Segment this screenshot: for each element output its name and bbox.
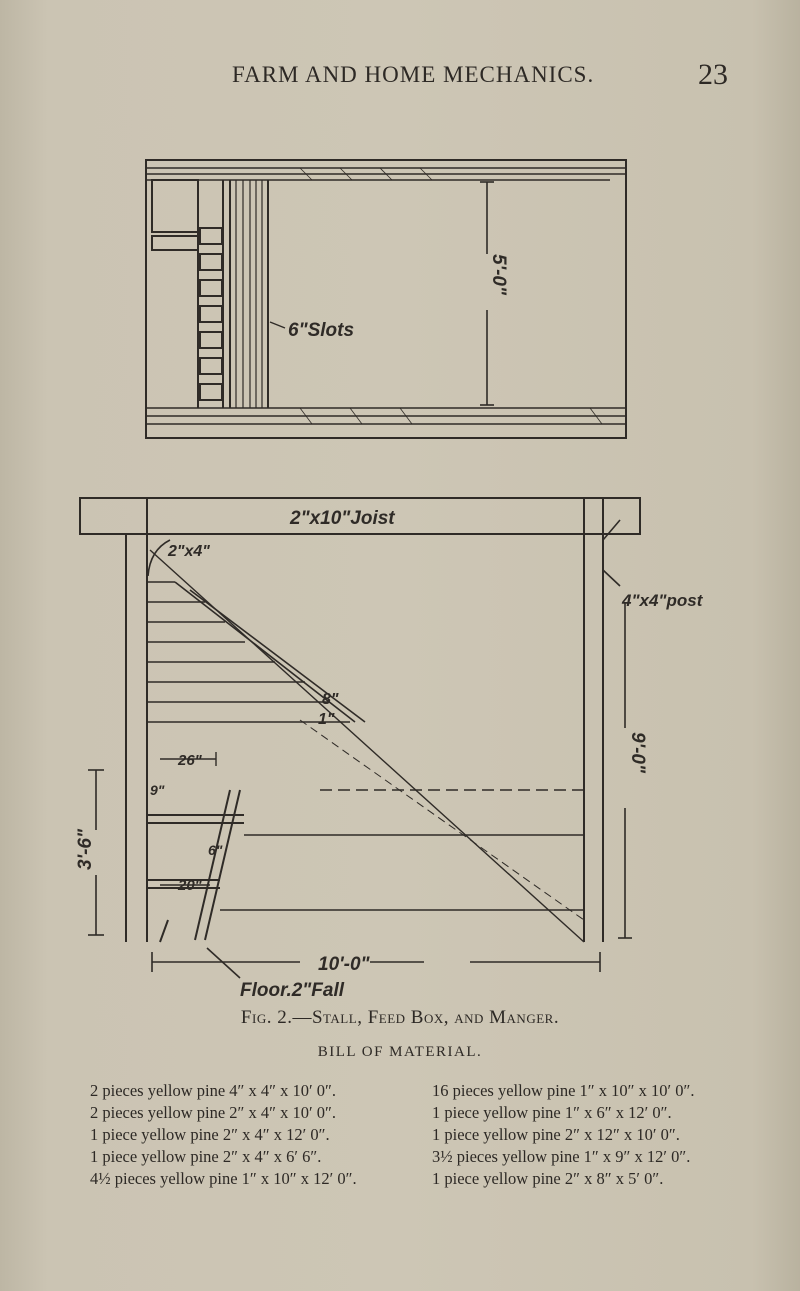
post-label: 4"x4"post [621,591,704,610]
bill-title: BILL OF MATERIAL. [317,1044,483,1060]
bill-item: 4½ pieces yellow pine 1″ x 10″ x 12′ 0″. [90,1169,357,1188]
dimension-20: 20" [177,877,203,894]
top-height-dimension: 5'-0" [488,254,509,296]
floor-label: Floor.2"Fall [240,980,345,1001]
running-title: FARM AND HOME MECHANICS. [232,62,595,87]
bill-item: 1 piece yellow pine 2″ x 4″ x 6′ 6″. [90,1147,322,1166]
bill-item: 1 piece yellow pine 1″ x 6″ x 12′ 0″. [432,1103,672,1122]
bill-item: 16 pieces yellow pine 1″ x 10″ x 10′ 0″. [432,1081,695,1100]
bill-right-column: 16 pieces yellow pine 1″ x 10″ x 10′ 0″.… [432,1080,695,1190]
figure-caption: Fig. 2.—Stall, Feed Box, and Manger. [240,1007,560,1028]
left-depth-dimension: 3'-6" [75,828,96,870]
dimension-9: 9" [150,782,165,798]
page-number: 23 [698,58,728,91]
bill-item: 1 piece yellow pine 2″ x 8″ x 5′ 0″. [432,1169,664,1188]
bill-item: 3½ pieces yellow pine 1″ x 9″ x 12′ 0″. [432,1147,691,1166]
bill-item: 2 pieces yellow pine 2″ x 4″ x 10′ 0″. [90,1103,337,1122]
page-header: FARM AND HOME MECHANICS. 23 [0,56,800,96]
figure-plan-view: 6"Slots 5'-0" [145,159,627,439]
slots-label: 6"Slots [288,320,354,341]
width-dimension: 10'-0" [318,954,371,975]
dimension-26: 26" [177,752,203,769]
joist-label: 2"x10"Joist [289,508,395,529]
right-height-dimension: 9'-0" [627,732,648,774]
figure-elevation: 2"x10"Joist 2"x4" 4"x4"post 9'-0" 3'-6" … [75,497,704,1001]
dimension-1: 1" [318,711,335,728]
stud-label: 2"x4" [167,543,210,560]
bill-left-column: 2 pieces yellow pine 4″ x 4″ x 10′ 0″. 2… [90,1080,357,1190]
bill-item: 1 piece yellow pine 2″ x 4″ x 12′ 0″. [90,1125,330,1144]
dimension-8: 8" [322,691,339,708]
dimension-6: 6" [208,842,223,858]
bill-item: 2 pieces yellow pine 4″ x 4″ x 10′ 0″. [90,1081,337,1100]
bill-item: 1 piece yellow pine 2″ x 12″ x 10′ 0″. [432,1125,680,1144]
